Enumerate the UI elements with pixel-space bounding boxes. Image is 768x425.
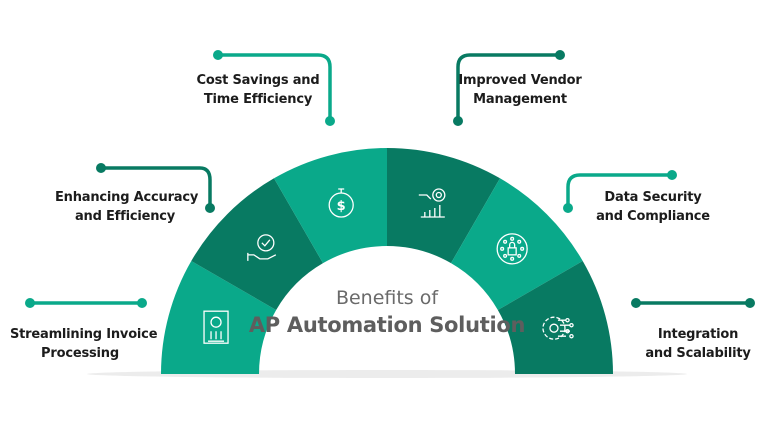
invoice-dollar-icon bbox=[203, 310, 229, 344]
target-growth-chart-icon bbox=[418, 188, 446, 218]
arch-segment-3 bbox=[274, 148, 387, 264]
connector-dot bbox=[453, 116, 463, 126]
connector-dot bbox=[137, 298, 147, 308]
label-line: Processing bbox=[41, 346, 119, 361]
connector-dot bbox=[555, 50, 565, 60]
label-line: Data Security bbox=[604, 190, 702, 205]
center-title-line1: Benefits of bbox=[335, 287, 439, 309]
label-line: Cost Savings and bbox=[196, 73, 320, 88]
arch-segment-5 bbox=[451, 178, 583, 310]
arch-segment-4 bbox=[387, 148, 500, 264]
label-line: Streamlining Invoice bbox=[10, 327, 158, 342]
label-accuracy: Enhancing Accuracy and Efficiency bbox=[55, 188, 199, 226]
gear-circuit-icon bbox=[542, 316, 574, 340]
label-line: Management bbox=[473, 92, 567, 107]
connector-cost-savings bbox=[218, 53, 332, 118]
label-line: Integration bbox=[657, 327, 739, 342]
arch-segment-6 bbox=[497, 261, 613, 374]
arch-segment-2 bbox=[191, 178, 323, 310]
connector-dot bbox=[745, 298, 755, 308]
lock-stars-icon bbox=[496, 233, 528, 265]
connector-dot bbox=[205, 203, 215, 213]
label-line: Enhancing Accuracy bbox=[55, 190, 199, 205]
center-title-line2: AP Automation Solution bbox=[248, 313, 526, 337]
label-line: and Scalability bbox=[645, 346, 751, 361]
connector-accuracy bbox=[101, 166, 212, 205]
connector-vendor bbox=[456, 53, 560, 118]
connector-dot bbox=[213, 50, 223, 60]
label-data-security: Data Security and Compliance bbox=[583, 188, 723, 226]
connector-dot bbox=[325, 116, 335, 126]
label-streamlining: Streamlining Invoice Processing bbox=[10, 325, 158, 363]
connector-data-security bbox=[566, 173, 672, 205]
label-cost-savings: Cost Savings and Time Efficiency bbox=[188, 71, 328, 109]
label-integration: Integration and Scalability bbox=[628, 325, 768, 363]
hand-gear-check-icon bbox=[247, 234, 277, 261]
label-line: Improved Vendor bbox=[458, 73, 582, 88]
connector-dot bbox=[25, 298, 35, 308]
stopwatch-dollar-icon: $ bbox=[328, 188, 354, 218]
connector-dot bbox=[563, 203, 573, 213]
label-line: Time Efficiency bbox=[203, 92, 313, 107]
label-line: and Efficiency bbox=[74, 209, 176, 224]
label-vendor: Improved Vendor Management bbox=[450, 71, 590, 109]
connector-dot bbox=[667, 170, 677, 180]
svg-text:$: $ bbox=[337, 199, 346, 214]
connector-dot bbox=[96, 163, 106, 173]
label-line: and Compliance bbox=[596, 209, 710, 224]
connector-dot bbox=[631, 298, 641, 308]
